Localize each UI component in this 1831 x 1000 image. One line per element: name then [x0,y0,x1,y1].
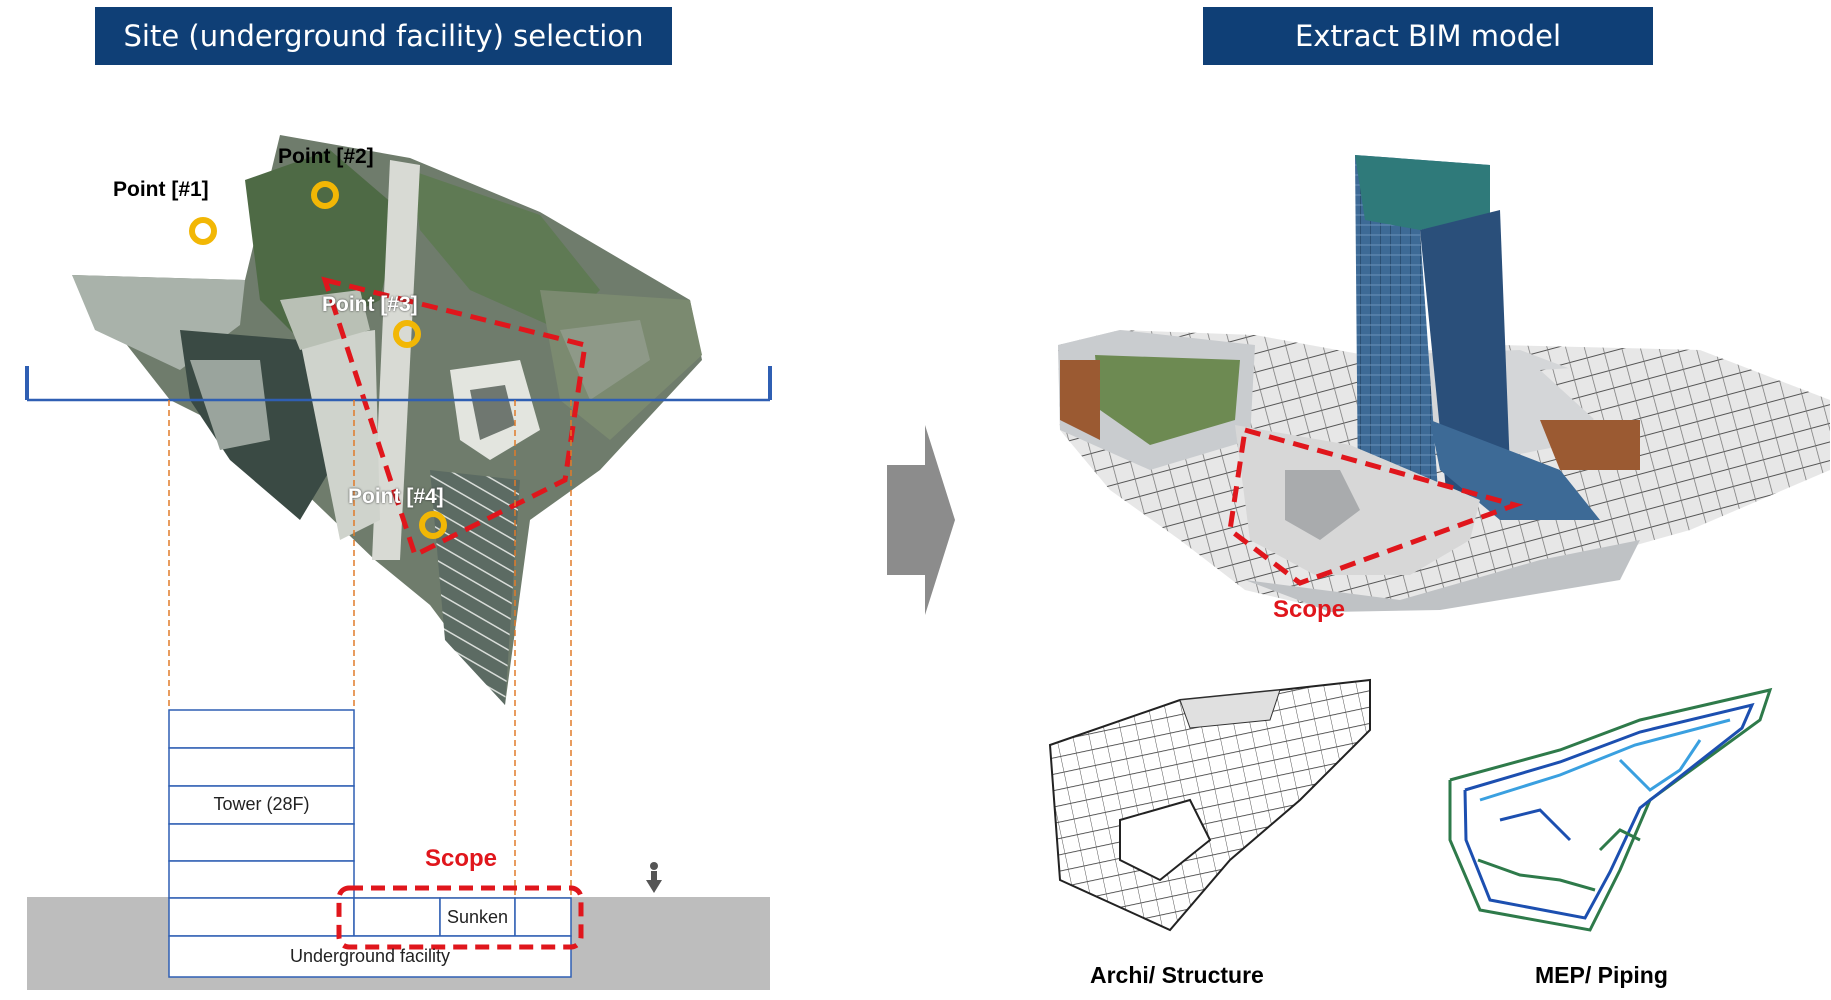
archi-structure-render [1048,678,1371,932]
section-scope-box [336,885,584,950]
bim-scope-label: Scope [1273,596,1346,623]
mep-piping-render [1448,687,1773,932]
point-label-4: Point [#4] [348,485,444,508]
archi-structure-caption: Archi/ Structure [1090,962,1264,988]
point-marker-4 [419,511,447,539]
sunken-level [353,897,572,937]
header-site-selection: Site (underground facility) selection [95,7,672,65]
point-label-3: Point [#3] [322,293,418,316]
bim-scope-outline [1227,426,1524,586]
point-label-2: Point [#2] [278,145,374,168]
mep-piping-caption: MEP/ Piping [1535,962,1668,988]
aerial-scope-outline [321,276,588,559]
underground-level [168,935,572,978]
underground-label: Underground facility [289,946,451,966]
point-label-1: Point [#1] [113,178,209,201]
point-marker-3 [393,320,421,348]
section-scope-label: Scope [425,845,498,872]
header-extract-bim: Extract BIM model [1203,7,1653,65]
projection-lines [168,400,572,895]
aerial-site-photo [72,135,702,705]
point-marker-1 [189,217,217,245]
tower-floors [168,709,355,937]
process-arrow [887,425,955,615]
person-level-icon [646,862,662,893]
sunken-label: Sunken [446,907,509,927]
point-marker-2 [311,181,339,209]
tower-label: Tower (28F) [213,794,310,814]
bim-model-render [1058,155,1830,612]
section-cut-line [25,366,772,402]
